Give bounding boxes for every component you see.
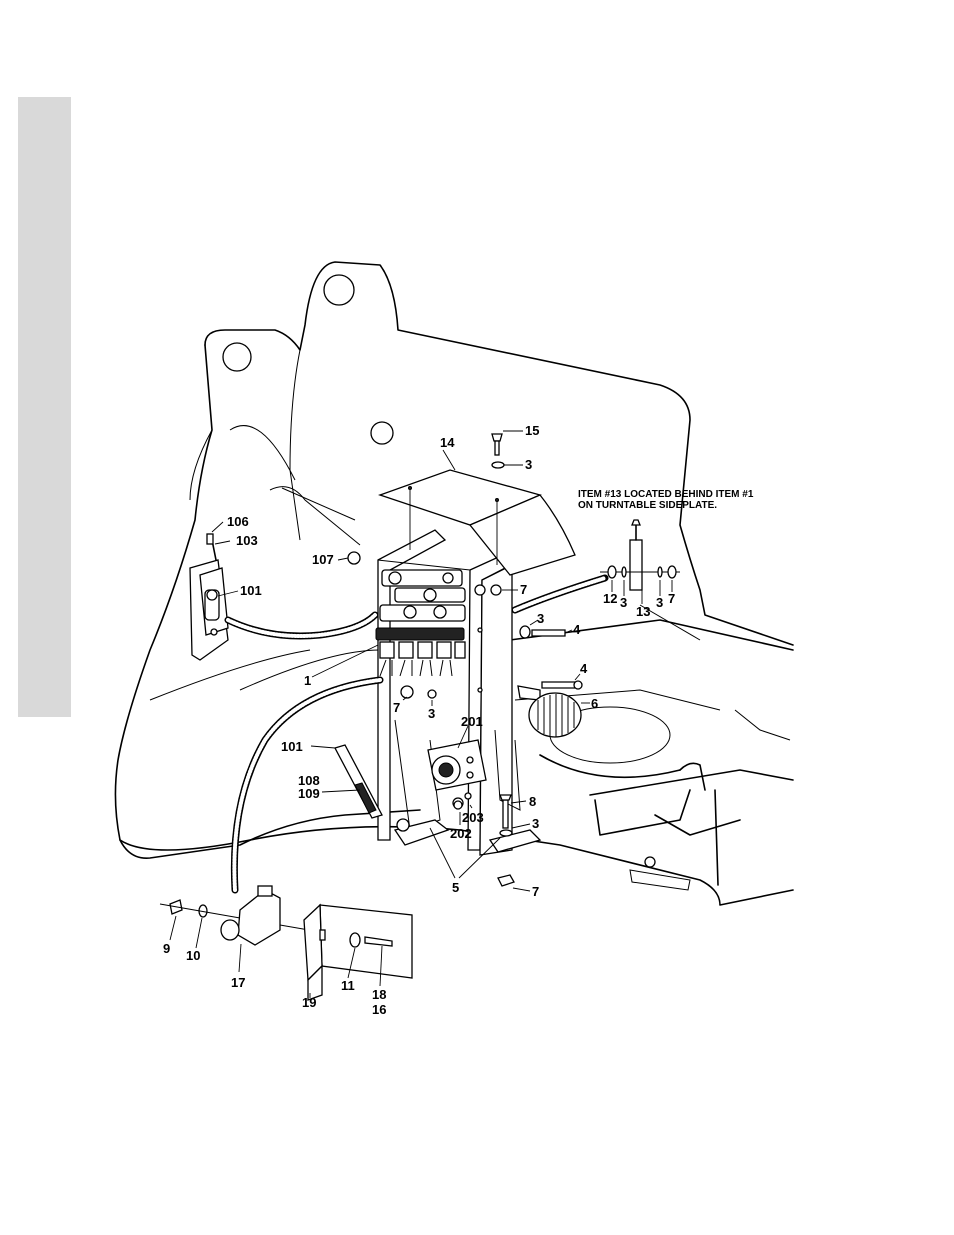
callout-16: 16 — [372, 1002, 386, 1017]
callout-101: 101 — [240, 583, 262, 598]
callout-5: 5 — [452, 880, 459, 895]
callout-4: 4 — [580, 661, 588, 676]
sensor-rod — [335, 745, 382, 818]
callout-10: 10 — [186, 948, 200, 963]
callout-7: 7 — [532, 884, 539, 899]
callout-203: 203 — [462, 810, 484, 825]
callout-109: 109 — [298, 786, 320, 801]
breaker-bracket — [304, 905, 412, 1000]
callout-202: 202 — [450, 826, 472, 841]
callout-12: 12 — [603, 591, 617, 606]
callout-101: 101 — [281, 739, 303, 754]
note-line-2: ON TURNTABLE SIDEPLATE. — [578, 500, 717, 511]
callout-103: 103 — [236, 533, 258, 548]
callout-3: 3 — [532, 816, 539, 831]
callout-4: 4 — [573, 622, 581, 637]
callout-3: 3 — [537, 611, 544, 626]
callout-18: 18 — [372, 987, 386, 1002]
callout-11: 11 — [341, 978, 355, 993]
callout-17: 17 — [231, 975, 245, 990]
callout-13: 13 — [636, 604, 650, 619]
proximity-sensor — [600, 520, 680, 590]
callout-7: 7 — [520, 582, 527, 597]
callout-3: 3 — [525, 457, 532, 472]
callout-1: 1 — [304, 673, 311, 688]
callout-14: 14 — [440, 435, 455, 450]
callout-3: 3 — [620, 595, 627, 610]
callout-201: 201 — [461, 714, 483, 729]
callout-7: 7 — [668, 591, 675, 606]
note-line-1: ITEM #13 LOCATED BEHIND ITEM #1 — [578, 489, 754, 500]
callout-106: 106 — [227, 514, 249, 529]
callout-9: 9 — [163, 941, 170, 956]
horn — [518, 686, 581, 737]
callout-7: 7 — [393, 700, 400, 715]
callout-107: 107 — [312, 552, 334, 567]
callout-19: 19 — [302, 995, 316, 1010]
callout-8: 8 — [529, 794, 536, 809]
callout-6: 6 — [591, 696, 598, 711]
callout-3: 3 — [428, 706, 435, 721]
callout-3: 3 — [656, 595, 663, 610]
callout-15: 15 — [525, 423, 539, 438]
